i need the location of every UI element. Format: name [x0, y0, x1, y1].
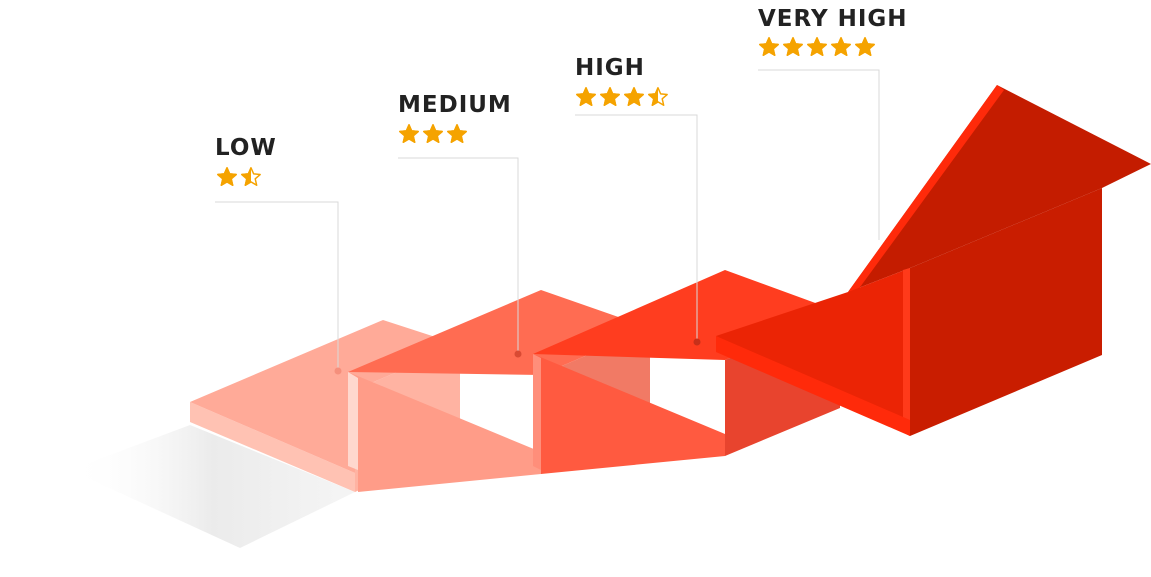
- star-full-icon: [447, 124, 467, 143]
- stars-medium: [398, 123, 468, 145]
- star-full-icon: [423, 124, 443, 143]
- star-full-icon: [624, 87, 644, 106]
- star-full-icon: [399, 124, 419, 143]
- leader-line-high: [575, 114, 698, 342]
- anchor-dot-low: [334, 367, 342, 375]
- star-full-icon: [831, 37, 851, 56]
- stars-low: [216, 166, 262, 188]
- arrow-head-highlight: [848, 85, 1004, 294]
- arrow-inner-edge: [903, 268, 910, 436]
- arrow-head-side: [848, 85, 1151, 292]
- star-full-icon: [600, 87, 620, 106]
- level-label-medium: MEDIUM: [398, 92, 512, 118]
- leader-lines: [215, 69, 880, 370]
- star-half-icon: [648, 87, 668, 106]
- anchor-dots: [334, 338, 701, 375]
- star-full-icon: [855, 37, 875, 56]
- star-full-icon: [759, 37, 779, 56]
- stars-very-high: [758, 36, 876, 58]
- star-full-icon: [217, 167, 237, 186]
- step-medium-left-edge: [348, 372, 358, 470]
- level-label-high: HIGH: [575, 55, 645, 81]
- arrow-bottom-edge: [716, 336, 910, 436]
- leader-line-medium: [398, 157, 519, 353]
- star-full-icon: [807, 37, 827, 56]
- step-low-side: [190, 402, 355, 492]
- floor-shadow: [70, 425, 355, 548]
- leader-line-low: [215, 201, 339, 370]
- stars-high: [575, 86, 669, 108]
- level-label-very-high: VERY HIGH: [758, 6, 908, 32]
- step-high-side: [533, 354, 725, 474]
- arrow-front-face: [716, 268, 910, 436]
- level-label-low: LOW: [215, 135, 277, 161]
- star-half-icon: [241, 167, 261, 186]
- step-high-left-edge: [533, 354, 541, 470]
- leader-line-very-high: [758, 69, 880, 240]
- star-full-icon: [783, 37, 803, 56]
- anchor-dot-high: [693, 338, 701, 346]
- anchor-dot-medium: [514, 350, 522, 358]
- star-full-icon: [576, 87, 596, 106]
- arrow-right-side: [910, 188, 1102, 436]
- step-medium-side: [348, 372, 541, 492]
- arrow-very-high: [716, 85, 1151, 436]
